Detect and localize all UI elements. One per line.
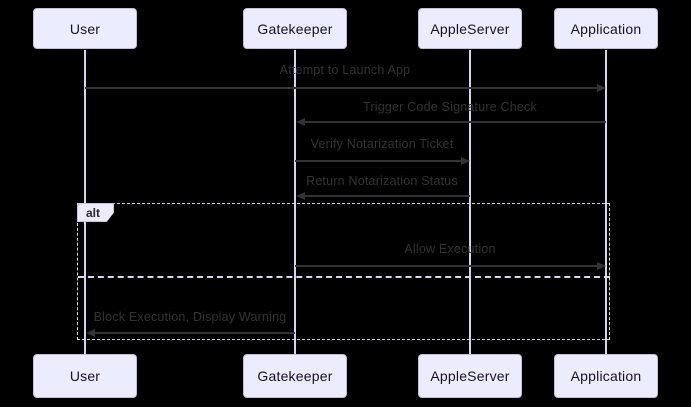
actor-bottom-gatekeeper: Gatekeeper (243, 354, 347, 398)
actor-label: User (69, 368, 101, 384)
arrowhead-right-icon (597, 262, 606, 270)
lifeline-appleserver (469, 50, 471, 355)
actor-bottom-user: User (33, 354, 137, 398)
message-line (305, 195, 470, 197)
message-line (85, 87, 597, 89)
alt-frame-divider (78, 276, 610, 278)
message-label: Block Execution, Display Warning (93, 310, 287, 324)
lifeline-user (84, 50, 86, 355)
actor-label: Gatekeeper (257, 368, 333, 384)
actor-top-application: Application (554, 8, 658, 49)
arrowhead-left-icon (296, 192, 305, 200)
message-label: Trigger Code Signature Check (363, 100, 537, 114)
alt-frame (77, 203, 610, 340)
actor-label: Application (570, 20, 642, 37)
message-line (295, 265, 597, 267)
message-label: Return Notarization Status (306, 174, 458, 188)
actor-top-appleserver: AppleServer (418, 8, 522, 49)
message-label: Verify Notarization Ticket (310, 137, 454, 151)
alt-label-text: alt (86, 205, 101, 220)
message-line (305, 121, 606, 123)
arrowhead-right-icon (597, 84, 606, 92)
actor-label: AppleServer (430, 368, 510, 384)
arrowhead-left-icon (296, 118, 305, 126)
actor-bottom-appleserver: AppleServer (418, 354, 522, 398)
actor-top-gatekeeper: Gatekeeper (243, 8, 347, 49)
message-label: Allow Execution (404, 242, 496, 256)
message-label: Attempt to Launch App (279, 63, 411, 77)
actor-top-user: User (33, 8, 137, 49)
lifeline-application (605, 50, 607, 355)
actor-label: Gatekeeper (257, 20, 333, 37)
lifeline-gatekeeper (294, 50, 296, 355)
alt-frame-label: alt (77, 203, 114, 222)
actor-label: AppleServer (430, 20, 510, 37)
actor-bottom-application: Application (554, 354, 658, 398)
actor-label: Application (570, 368, 642, 384)
arrowhead-right-icon (461, 157, 470, 165)
message-line (295, 160, 461, 162)
message-line (95, 332, 295, 334)
actor-label: User (69, 20, 101, 37)
arrowhead-left-icon (86, 329, 95, 337)
